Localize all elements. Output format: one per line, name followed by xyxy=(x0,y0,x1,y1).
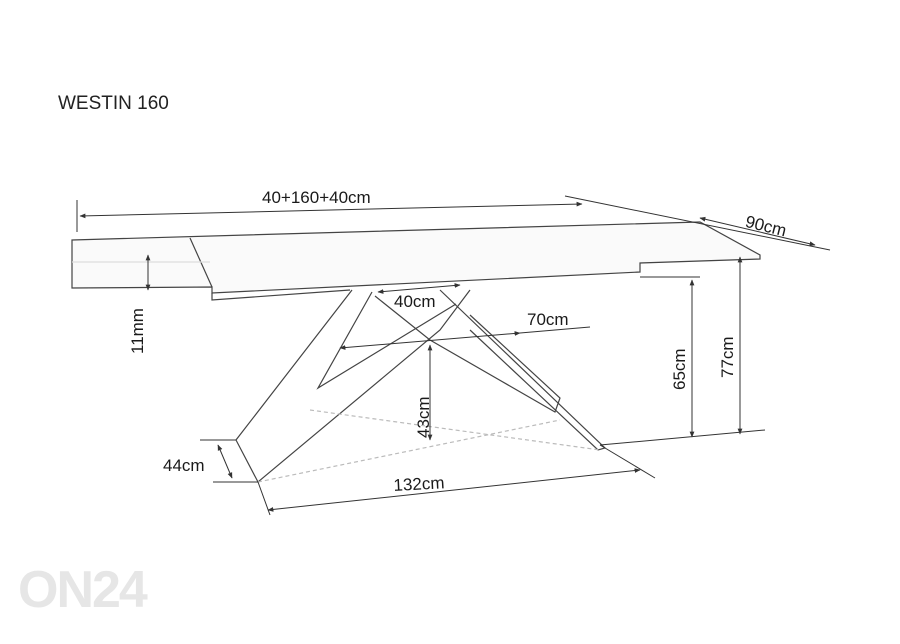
label-top-thickness: 11mm xyxy=(128,308,147,354)
label-total-height: 77cm xyxy=(718,336,737,378)
watermark-logo: ON24 xyxy=(18,561,148,619)
table-outline xyxy=(71,221,761,483)
label-total-length: 40+160+40cm xyxy=(262,188,371,207)
label-frame-top: 40cm xyxy=(394,292,436,311)
label-frame-mid: 70cm xyxy=(527,310,569,329)
label-foot-depth: 44cm xyxy=(163,456,205,475)
label-foot-span: 132cm xyxy=(393,473,445,495)
label-height-under-frame: 65cm xyxy=(670,348,689,390)
product-title: WESTIN 160 xyxy=(58,93,169,114)
label-cross-height: 43cm xyxy=(414,396,433,438)
dimension-lines xyxy=(76,195,831,516)
